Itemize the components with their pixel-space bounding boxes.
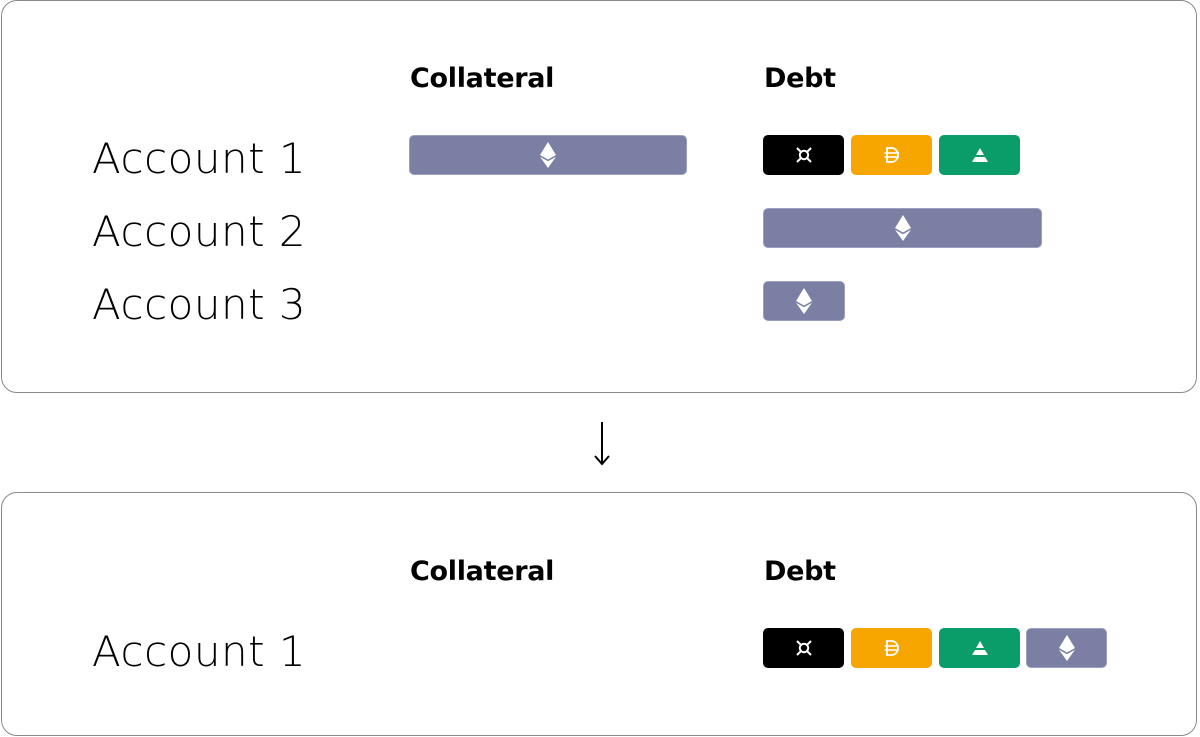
debt-eth-token [1026,628,1107,668]
collateral-header: Collateral [410,556,555,587]
account-label: Account 3 [92,280,307,329]
collateral-header: Collateral [410,63,555,94]
prism-icon [971,148,988,162]
dai-icon [884,640,899,656]
account-label: Account 2 [92,207,307,256]
debt-header: Debt [764,63,836,94]
down-arrow-icon [594,422,610,466]
debt-dai-token [851,628,932,668]
debt-currency-token [763,135,844,175]
eth-icon [894,215,911,241]
debt-prism-token [939,135,1020,175]
account-label: Account 1 [92,627,307,676]
eth-icon [1058,635,1075,661]
debt-dai-token [851,135,932,175]
eth-icon [540,142,556,168]
generic-currency-icon [795,640,812,656]
after-panel: Collateral Debt Account 1 [1,492,1197,736]
debt-eth-token [763,281,845,321]
prism-icon [971,641,988,655]
generic-currency-icon [795,147,812,163]
debt-header: Debt [764,556,836,587]
account-label: Account 1 [92,134,307,183]
debt-eth-token [763,208,1042,248]
dai-icon [884,147,899,163]
debt-currency-token [763,628,844,668]
before-panel: Collateral Debt Account 1 Account 2 Acco… [1,0,1197,393]
collateral-eth-token [409,135,687,175]
eth-icon [796,288,812,314]
debt-prism-token [939,628,1020,668]
